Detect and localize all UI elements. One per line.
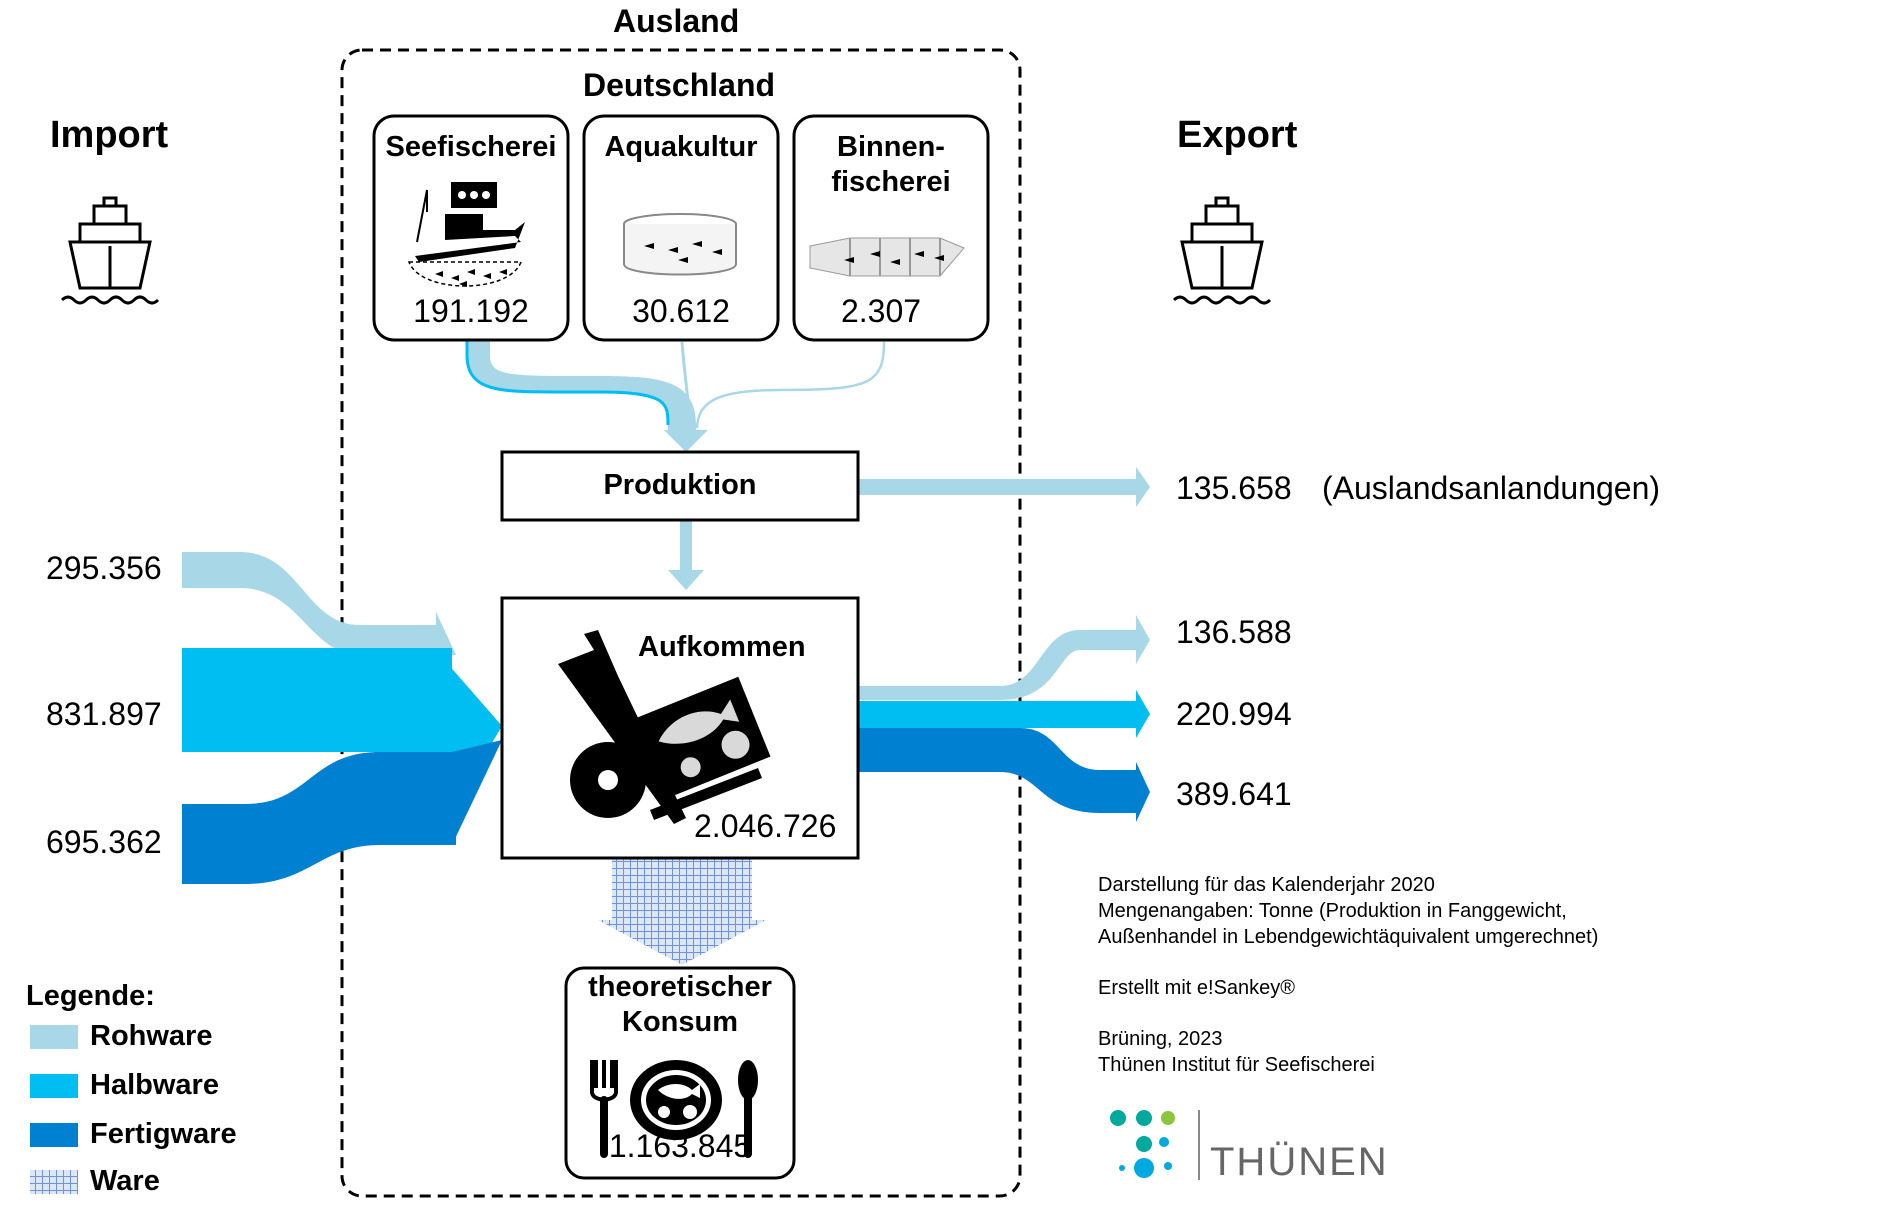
source-value-seefischerei: 191.192 (413, 293, 529, 329)
flow-auslandsanlandungen (858, 479, 1136, 495)
legend-swatch-fertigware (30, 1123, 78, 1147)
import-ship-icon (60, 196, 160, 305)
import-flow-rohware (182, 552, 436, 655)
export-arrow-halbware (1136, 690, 1150, 738)
legend-swatch-halbware (30, 1074, 78, 1098)
export-value-auslandsanlandungen: 135.658 (1176, 470, 1292, 506)
note-units-2: Außenhandel in Lebendgewichtäquivalent u… (1098, 926, 1599, 948)
arrowhead-produktion (664, 430, 708, 452)
aquaculture-pond-icon (623, 213, 737, 276)
export-arrow-rohware (1136, 615, 1150, 664)
export-note-auslandsanlandungen: (Auslandsanlandungen) (1322, 470, 1661, 506)
import-arrow-rohware (436, 612, 456, 655)
note-units-1: Mengenangaben: Tonne (Produktion in Fang… (1098, 900, 1567, 922)
aufkommen-label: Aufkommen (638, 631, 806, 663)
box-binnenfischerei (792, 114, 990, 342)
header-ausland: Ausland (613, 3, 740, 39)
konsum-value: 1.163.845 (608, 1128, 752, 1164)
legend-swatch-ware (30, 1170, 78, 1194)
legend-swatch-rohware (30, 1025, 78, 1049)
flow-produktion-aufkommen (680, 520, 692, 570)
export-ship-icon (1172, 196, 1272, 305)
header-export: Export (1177, 114, 1298, 156)
source-label-aquakultur: Aquakultur (604, 131, 758, 163)
export-arrow-fertigware (1136, 762, 1150, 822)
konsum-label: theoretischer Konsum (588, 971, 772, 1038)
arrowhead-konsum (598, 920, 766, 965)
hand-truck-icon (558, 630, 771, 824)
import-value-rohware: 295.356 (46, 550, 162, 586)
note-software: Erstellt mit e!Sankey® (1098, 977, 1296, 999)
import-flow-halbware (182, 648, 452, 752)
thuenen-logo-text: THÜNEN (1210, 1140, 1389, 1184)
note-author: Brüning, 2023 (1098, 1028, 1223, 1050)
legend-title: Legende: (26, 980, 155, 1012)
source-value-aquakultur: 30.612 (632, 293, 730, 329)
note-institute: Thünen Institut für Seefischerei (1098, 1054, 1375, 1076)
fish-trap-net-icon (809, 237, 965, 277)
flow-aquakultur (680, 341, 692, 426)
export-value-halbware: 220.994 (1176, 696, 1292, 732)
source-label-binnenfischerei: Binnen- fischerei (831, 131, 951, 198)
header-deutschland: Deutschland (583, 67, 776, 103)
source-label-seefischerei: Seefischerei (385, 131, 557, 163)
legend-label-fertigware: Fertigware (90, 1118, 237, 1150)
aufkommen-value: 2.046.726 (694, 808, 837, 844)
note-year: Darstellung für das Kalenderjahr 2020 (1098, 874, 1435, 896)
arrowhead-auslandsanlandungen (1136, 467, 1150, 507)
thuenen-logo-mark (1110, 1110, 1200, 1180)
legend-label-ware: Ware (90, 1165, 160, 1197)
export-flow-halbware (858, 701, 1136, 728)
flow-seefischerei-edge (465, 340, 670, 426)
source-value-binnenfischerei: 2.307 (840, 293, 922, 329)
produktion-label: Produktion (603, 469, 757, 501)
import-value-fertigware: 695.362 (46, 824, 162, 860)
plate-cutlery-icon (590, 1060, 758, 1158)
header-import: Import (50, 114, 169, 156)
legend-label-halbware: Halbware (90, 1069, 219, 1101)
legend-label-rohware: Rohware (90, 1020, 213, 1052)
flow-seefischerei (467, 340, 696, 433)
flow-binnenfischerei (695, 341, 886, 429)
import-flow-fertigware (182, 752, 456, 884)
export-flow-rohware (858, 630, 1136, 700)
export-value-rohware: 136.588 (1176, 614, 1292, 650)
fishing-boat-icon (407, 182, 525, 287)
box-produktion (500, 450, 860, 522)
export-value-fertigware: 389.641 (1176, 776, 1292, 812)
flow-ware-konsum (612, 858, 752, 924)
arrowhead-aufkommen (668, 570, 704, 590)
export-flow-fertigware (858, 728, 1136, 813)
import-arrow-fertigware (452, 740, 502, 845)
import-value-halbware: 831.897 (46, 696, 162, 732)
